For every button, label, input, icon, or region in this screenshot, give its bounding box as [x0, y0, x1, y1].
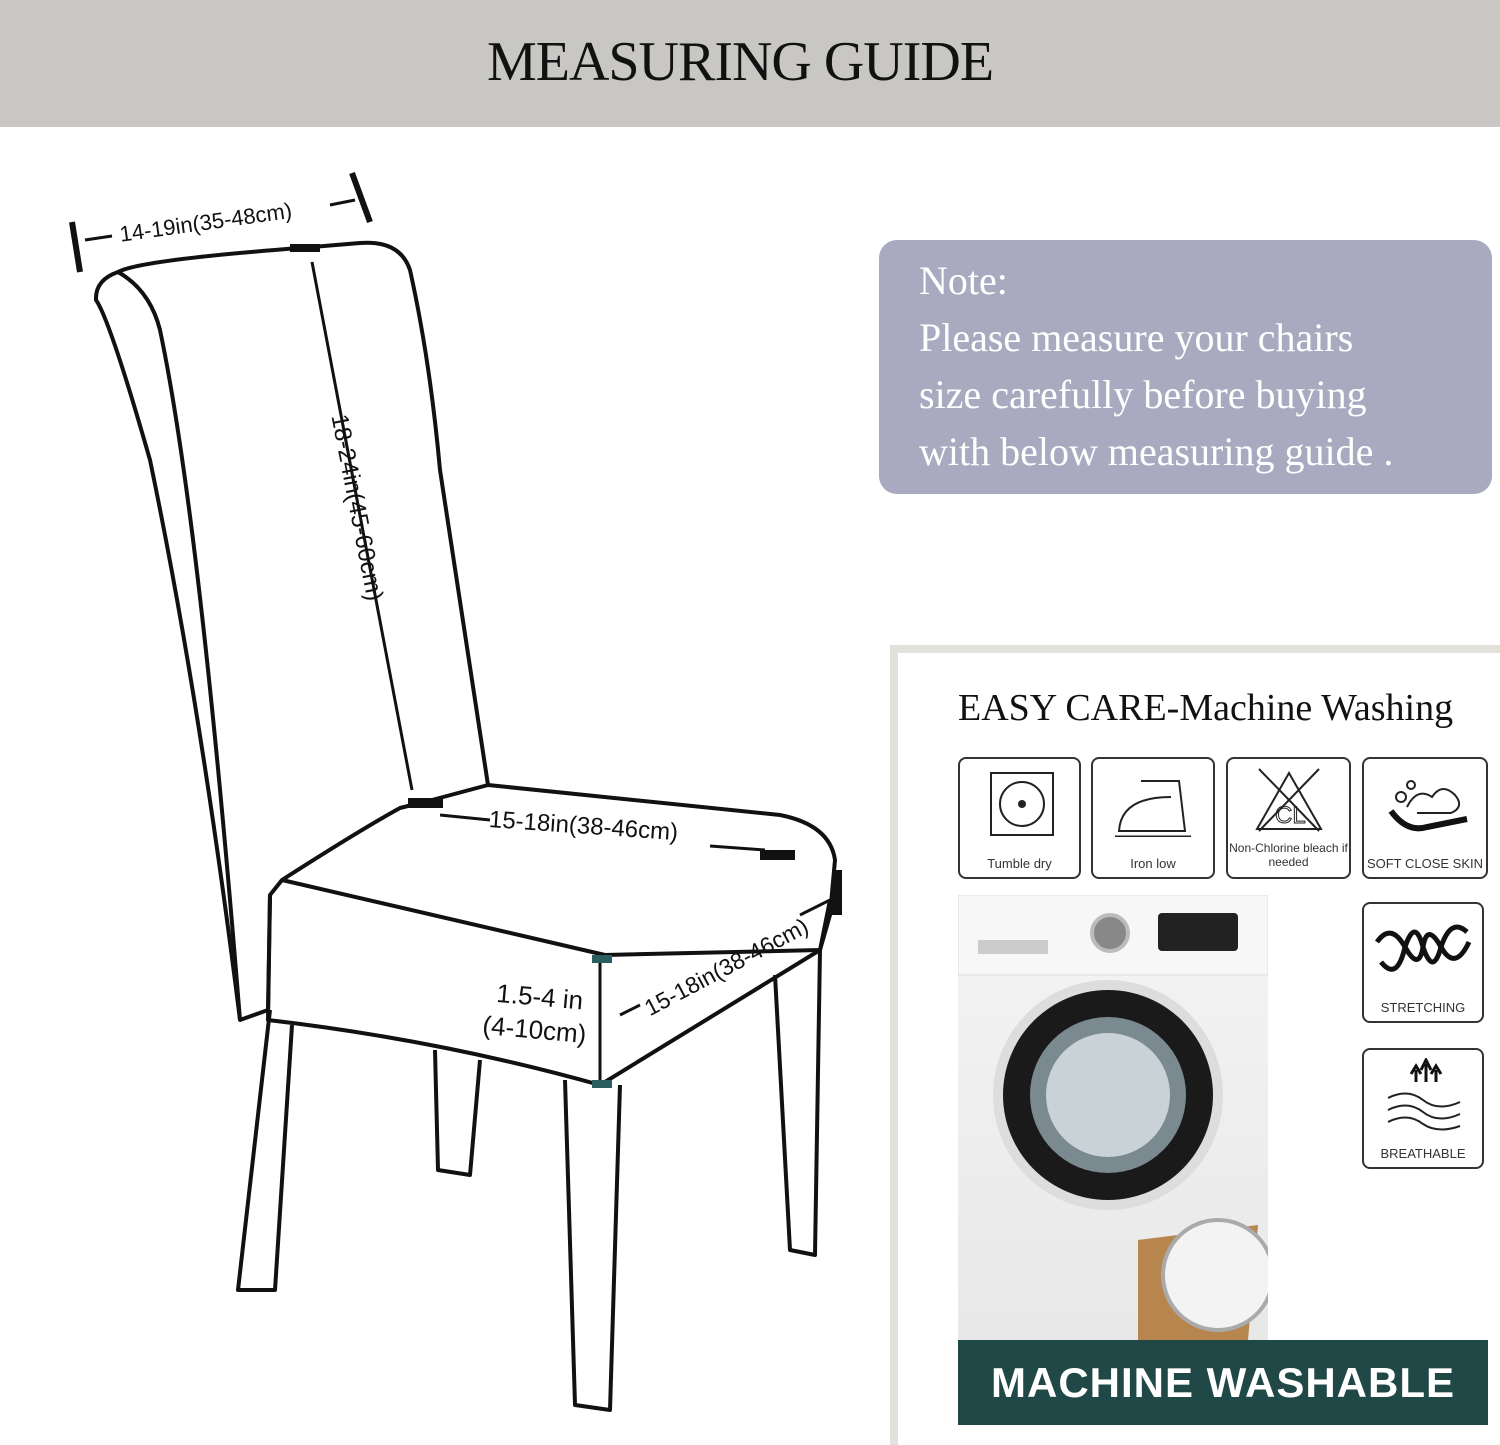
chair-diagram [69, 171, 842, 1412]
machine-washable-banner: MACHINE WASHABLE [958, 1340, 1488, 1425]
note-heading: Note: [919, 258, 1008, 303]
care-icon-stretching: STRETCHING [1362, 902, 1484, 1023]
no-chlorine-bleach-icon: CL [1254, 768, 1323, 832]
breathable-icon [1387, 1058, 1461, 1131]
care-icon-soft-skin: SOFT CLOSE SKIN [1362, 757, 1488, 879]
chair-back-inner-edge [117, 270, 242, 1021]
iron-low-icon [1115, 780, 1191, 837]
page-title: MEASURING GUIDE [486, 31, 994, 93]
tumble-dry-icon [989, 772, 1054, 836]
note-box: Note: Please measure your chairs size ca… [879, 240, 1492, 494]
care-icon-tumble-dry: Tumble dry [958, 757, 1081, 879]
washing-machine-photo [957, 894, 1275, 1340]
care-icon-label: Tumble dry [987, 856, 1052, 871]
svg-text:CL: CL [1275, 802, 1306, 829]
header-band: MEASURING GUIDE [0, 0, 1500, 127]
care-icon-iron-low: Iron low [1091, 757, 1215, 879]
chair-front-leg [563, 1079, 622, 1412]
care-icon-label: STRETCHING [1380, 1000, 1466, 1015]
care-icon-label: Iron low [1130, 856, 1176, 871]
care-icon-label: BREATHABLE [1380, 1146, 1466, 1161]
soft-skin-icon [1388, 780, 1468, 832]
chair-seat-outline [281, 783, 837, 957]
care-icon-breathable: BREATHABLE [1362, 1048, 1484, 1169]
care-icon-bleach: CL Non-Chlorine bleach if needed [1226, 757, 1351, 879]
note-line: size carefully before buying [919, 372, 1367, 417]
chair-left-leg [236, 1009, 294, 1292]
care-icon-label: SOFT CLOSE SKIN [1366, 856, 1484, 871]
care-title: EASY CARE-Machine Washing [958, 687, 1454, 729]
chair-back-outline [93, 240, 490, 1022]
chair-skirt-outline [266, 894, 832, 1087]
stretching-icon [1374, 924, 1472, 972]
note-line: Please measure your chairs [919, 315, 1354, 360]
chair-back-leg [433, 1049, 482, 1177]
note-line: with below measuring guide . [919, 429, 1394, 474]
chair-right-leg [773, 949, 822, 1257]
care-icon-label: Non-Chlorine bleach if needed [1229, 841, 1348, 869]
